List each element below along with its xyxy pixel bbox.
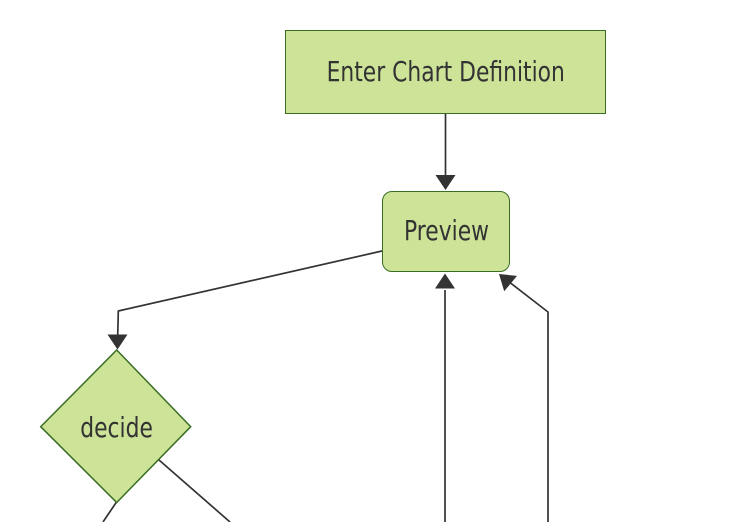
arrowheads-layer (107, 175, 517, 350)
diamond-layer (39, 348, 192, 504)
arrowhead-up-left-icon (499, 274, 517, 292)
arrowhead-down-icon (107, 334, 128, 350)
edge-bottom-right-to-preview-line (507, 280, 549, 522)
node-enter-chart-definition-label: Enter Chart Definition (326, 54, 565, 88)
node-decide: decide (36, 405, 197, 449)
node-preview-label: Preview (403, 214, 489, 248)
node-preview: Preview (382, 191, 510, 272)
node-decide-label: decide (80, 410, 153, 444)
node-decide-shape (39, 348, 192, 504)
edge-decide-to-bottom-left-line (102, 501, 118, 522)
node-enter-chart-definition: Enter Chart Definition (285, 30, 606, 114)
edge-preview-to-decide-line (116, 250, 383, 337)
arrowhead-down-icon (435, 175, 456, 190)
edges-layer (102, 114, 549, 522)
edge-decide-to-bottom-right-line (158, 459, 231, 522)
arrowhead-up-icon (435, 273, 455, 289)
